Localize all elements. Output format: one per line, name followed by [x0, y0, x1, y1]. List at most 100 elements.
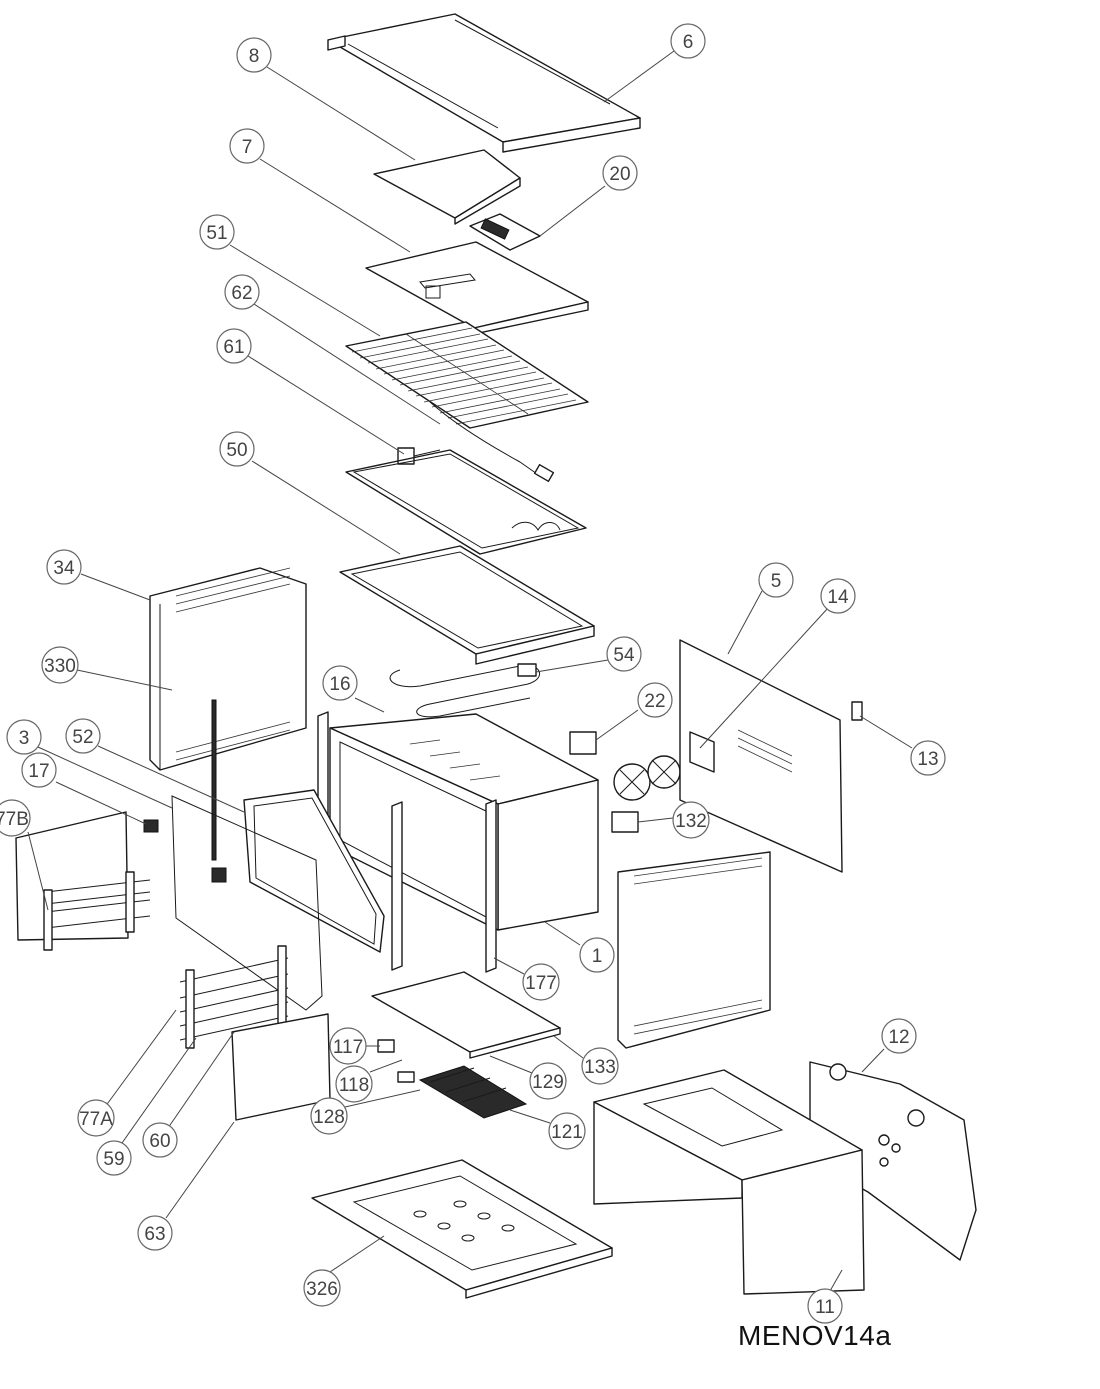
svg-text:51: 51 — [206, 223, 227, 244]
part-clip — [851, 701, 863, 721]
svg-text:77B: 77B — [0, 809, 29, 830]
callout-63: 63 — [137, 1215, 173, 1251]
svg-text:60: 60 — [149, 1131, 170, 1152]
svg-text:118: 118 — [339, 1075, 369, 1096]
svg-text:14: 14 — [827, 587, 849, 608]
callout-118: 118 — [335, 1065, 373, 1103]
svg-text:59: 59 — [103, 1149, 124, 1170]
part-door-gasket — [171, 795, 323, 1011]
part-probe — [429, 401, 555, 483]
svg-text:330: 330 — [44, 656, 76, 677]
part-top-cover — [327, 13, 641, 153]
part-door-glass — [243, 789, 385, 953]
svg-text:77A: 77A — [79, 1109, 113, 1130]
svg-text:62: 62 — [231, 283, 252, 304]
part-left-side-panel — [149, 567, 307, 861]
part-right-side-panel — [617, 851, 771, 1049]
part-hinge — [143, 819, 227, 883]
callout-77a: 77A — [77, 1099, 115, 1137]
part-outer-wrap — [593, 1069, 865, 1295]
svg-text:12: 12 — [888, 1027, 909, 1048]
part-door-77b — [15, 811, 151, 951]
callout-121: 121 — [548, 1112, 586, 1150]
callout-17: 17 — [21, 752, 57, 788]
callout-59: 59 — [96, 1140, 132, 1176]
callout-133: 133 — [581, 1047, 619, 1085]
callout-3: 3 — [6, 719, 42, 755]
part-side-rail — [317, 711, 497, 973]
svg-text:132: 132 — [675, 811, 707, 832]
part-frame-tray — [339, 545, 595, 665]
callout-52: 52 — [65, 718, 101, 754]
callout-128: 128 — [310, 1097, 348, 1135]
callout-117: 117 — [329, 1027, 367, 1065]
callout-62: 62 — [224, 274, 260, 310]
svg-text:13: 13 — [917, 749, 938, 770]
svg-text:6: 6 — [683, 32, 694, 53]
callout-60: 60 — [142, 1122, 178, 1158]
svg-text:52: 52 — [72, 727, 93, 748]
callout-326: 326 — [303, 1269, 341, 1307]
callout-8: 8 — [236, 37, 272, 73]
callout-20: 20 — [602, 155, 638, 191]
svg-text:16: 16 — [329, 674, 350, 695]
svg-text:61: 61 — [223, 337, 244, 358]
part-oven-racks — [179, 945, 289, 1049]
leader-lines — [27, 50, 913, 1292]
svg-text:326: 326 — [306, 1279, 338, 1300]
svg-text:63: 63 — [144, 1224, 165, 1245]
svg-text:1: 1 — [592, 946, 603, 967]
callout-7: 7 — [229, 128, 265, 164]
callout-12: 12 — [881, 1018, 917, 1054]
svg-text:121: 121 — [551, 1122, 583, 1143]
svg-text:20: 20 — [609, 164, 630, 185]
callout-6: 6 — [670, 23, 706, 59]
svg-text:22: 22 — [644, 691, 665, 712]
part-base-frame — [311, 1159, 613, 1299]
svg-text:117: 117 — [333, 1037, 363, 1058]
callout-51: 51 — [199, 214, 235, 250]
drawing-code: MENOV14a — [738, 1320, 892, 1351]
callout-50: 50 — [219, 431, 255, 467]
callout-330: 330 — [41, 646, 79, 684]
part-bottom-element — [377, 1039, 528, 1119]
svg-text:17: 17 — [28, 761, 49, 782]
svg-text:5: 5 — [771, 571, 782, 592]
part-oven-cavity — [329, 713, 599, 931]
callout-177: 177 — [522, 963, 560, 1001]
svg-text:7: 7 — [242, 137, 253, 158]
svg-text:128: 128 — [313, 1107, 345, 1128]
callout-1: 1 — [579, 937, 615, 973]
callout-11: 11 — [807, 1288, 843, 1324]
callout-22: 22 — [637, 682, 673, 718]
svg-text:54: 54 — [613, 645, 635, 666]
callout-132: 132 — [672, 801, 710, 839]
svg-text:3: 3 — [19, 728, 30, 749]
svg-text:50: 50 — [226, 440, 247, 461]
callout-34: 34 — [46, 549, 82, 585]
callout-16: 16 — [322, 665, 358, 701]
callout-129: 129 — [529, 1062, 567, 1100]
svg-text:8: 8 — [249, 46, 260, 67]
svg-text:133: 133 — [584, 1057, 616, 1078]
svg-text:177: 177 — [525, 973, 557, 994]
svg-text:129: 129 — [532, 1072, 564, 1093]
callout-bubbles: 8 6 7 20 51 62 61 50 34 5 14 54 330 16 2… — [0, 23, 946, 1324]
callout-61: 61 — [216, 328, 252, 364]
callout-14: 14 — [820, 578, 856, 614]
part-back-panel — [679, 639, 843, 873]
part-upper-plate — [373, 149, 521, 225]
part-top-element — [345, 449, 587, 555]
svg-text:11: 11 — [815, 1297, 835, 1318]
callout-54: 54 — [606, 636, 642, 672]
part-lower-element — [389, 663, 541, 718]
part-fan-plate — [365, 241, 589, 335]
part-grill-rack — [345, 321, 589, 429]
callout-13: 13 — [910, 740, 946, 776]
svg-text:34: 34 — [53, 558, 75, 579]
callout-77b: 77B — [0, 799, 31, 837]
callout-5: 5 — [758, 562, 794, 598]
part-bottom-plate — [371, 971, 561, 1059]
